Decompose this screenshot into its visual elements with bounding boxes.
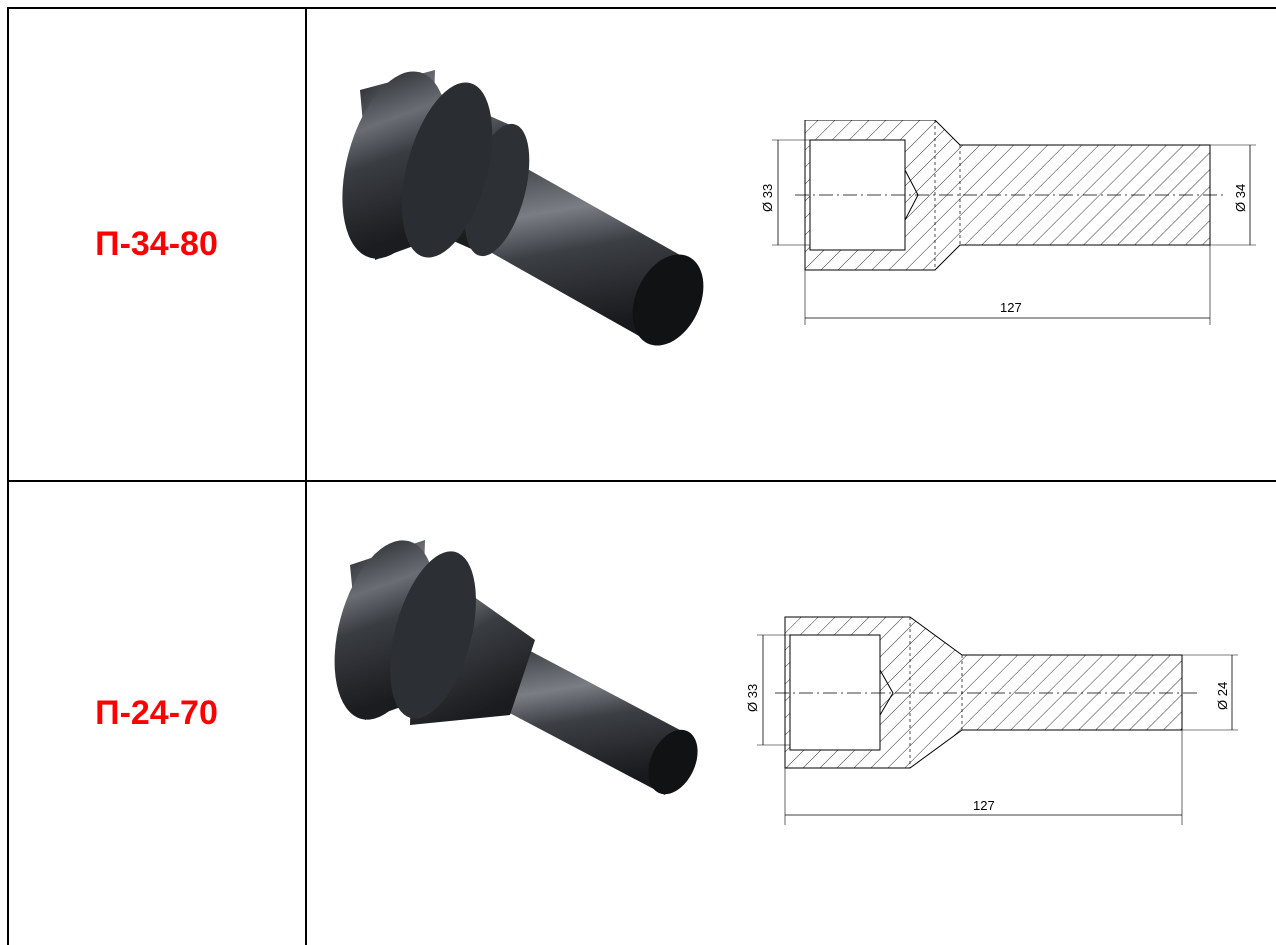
table-border-top — [7, 7, 1276, 9]
technical-drawing-2: Ø 33 Ø 24 127 — [745, 616, 1238, 825]
product-code-2: П-24-70 — [95, 694, 218, 732]
row-2-label-cell: П-24-70 — [7, 482, 306, 945]
part-render-2 — [334, 540, 698, 795]
outer-diameter-label-1: Ø 34 — [1233, 184, 1248, 212]
product-code-1: П-34-80 — [95, 225, 218, 263]
length-label-2: 127 — [973, 798, 995, 813]
inner-diameter-label-2: Ø 33 — [745, 684, 760, 712]
row-1-label-cell: П-34-80 — [7, 9, 306, 480]
part-render-1 — [342, 70, 704, 346]
table-border-left — [7, 7, 9, 945]
technical-drawing-1: Ø 33 Ø 34 127 — [760, 120, 1256, 325]
outer-diameter-label-2: Ø 24 — [1215, 682, 1230, 710]
table-row-divider — [7, 480, 1276, 482]
table-column-divider — [305, 7, 307, 945]
inner-diameter-label-1: Ø 33 — [760, 184, 775, 212]
length-label-1: 127 — [1000, 300, 1022, 315]
